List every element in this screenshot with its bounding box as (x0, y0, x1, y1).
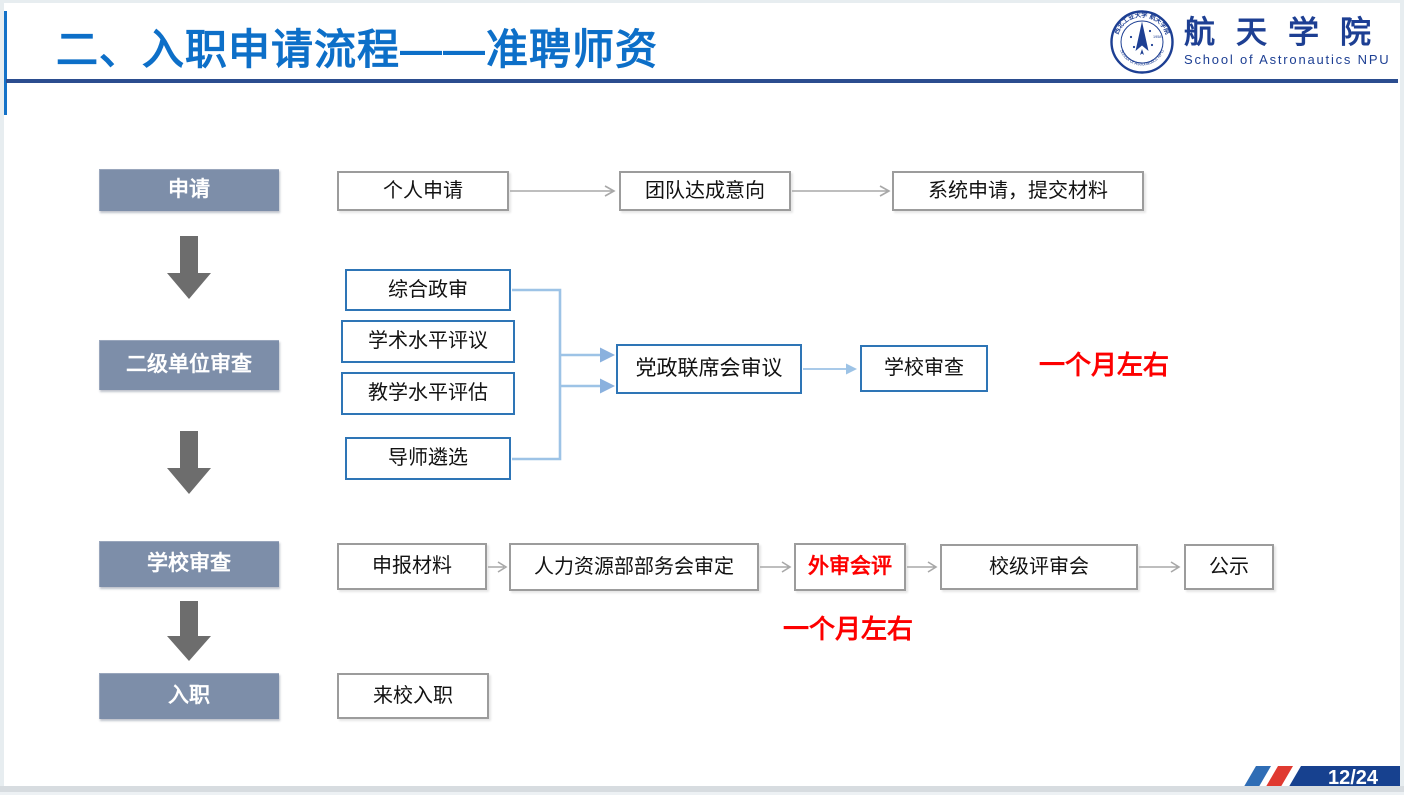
school-logo: 西北工业大学 航天学院 School of Astronautics NPU 1… (1109, 8, 1392, 76)
emblem-rocket-icon (1135, 21, 1149, 51)
slide-edge-right (1400, 0, 1404, 792)
page-title: 二、入职申请流程——准聘师资 (56, 25, 659, 73)
school-emblem-icon: 西北工业大学 航天学院 School of Astronautics NPU 1… (1110, 10, 1174, 74)
box-mentor-selection: 导师遴选 (345, 437, 511, 480)
left-accent-bar (4, 11, 7, 115)
box-hr-meeting: 人力资源部部务会审定 (509, 543, 759, 591)
box-team-agreement: 团队达成意向 (619, 171, 791, 211)
down-arrow-3 (167, 601, 211, 661)
arrow-personal-to-team (510, 185, 616, 197)
box-personal-application: 个人申请 (337, 171, 509, 211)
connector-subitems-bracket (512, 288, 562, 461)
slide-edge-bottom (0, 786, 1404, 792)
arrow-hr-to-external (760, 561, 792, 573)
box-teaching-evaluation: 教学水平评估 (341, 372, 515, 415)
box-school-check: 学校审查 (860, 345, 988, 392)
duration-note-1: 一个月左右 (1039, 350, 1170, 380)
arrow-team-to-system (792, 185, 891, 197)
box-arrive-onboard: 来校入职 (337, 673, 489, 719)
duration-note-2: 一个月左右 (783, 614, 914, 644)
school-logo-text: 航天学院 School of Astronautics NPU (1184, 17, 1392, 67)
box-academic-evaluation: 学术水平评议 (341, 320, 515, 363)
emblem-year: 1958 (1153, 35, 1161, 39)
slide: 二、入职申请流程——准聘师资 西北工业大学 航天学院 School of Ast… (4, 3, 1404, 790)
school-name-cn: 航天学院 (1184, 15, 1392, 52)
down-arrow-2 (167, 431, 211, 494)
box-application-materials: 申报材料 (337, 543, 487, 590)
arrow-materials-to-hr (488, 561, 508, 573)
box-external-review: 外审会评 (794, 543, 906, 591)
box-political-review: 综合政审 (345, 269, 511, 311)
arrow-committee-to-publicity (1139, 561, 1181, 573)
stage-unit-review: 二级单位审查 (99, 340, 279, 390)
stage-onboard: 入职 (99, 673, 279, 719)
down-arrow-1 (167, 236, 211, 299)
arrow-external-to-committee (907, 561, 938, 573)
box-school-committee: 校级评审会 (940, 544, 1138, 590)
box-publicity: 公示 (1184, 544, 1274, 590)
slide-edge-top (0, 0, 1404, 3)
arrowhead-meeting-to-schoolcheck (846, 363, 857, 375)
slide-edge-left (0, 0, 4, 792)
school-name-en: School of Astronautics NPU (1184, 51, 1391, 67)
stage-school-review: 学校审查 (99, 541, 279, 587)
stage-apply: 申请 (99, 169, 279, 211)
connector-arrowhead-upper (600, 347, 615, 363)
box-system-application: 系统申请，提交材料 (892, 171, 1144, 211)
header-divider (6, 79, 1398, 83)
connector-arrowhead-lower (600, 378, 615, 394)
box-joint-meeting: 党政联席会审议 (616, 344, 802, 394)
